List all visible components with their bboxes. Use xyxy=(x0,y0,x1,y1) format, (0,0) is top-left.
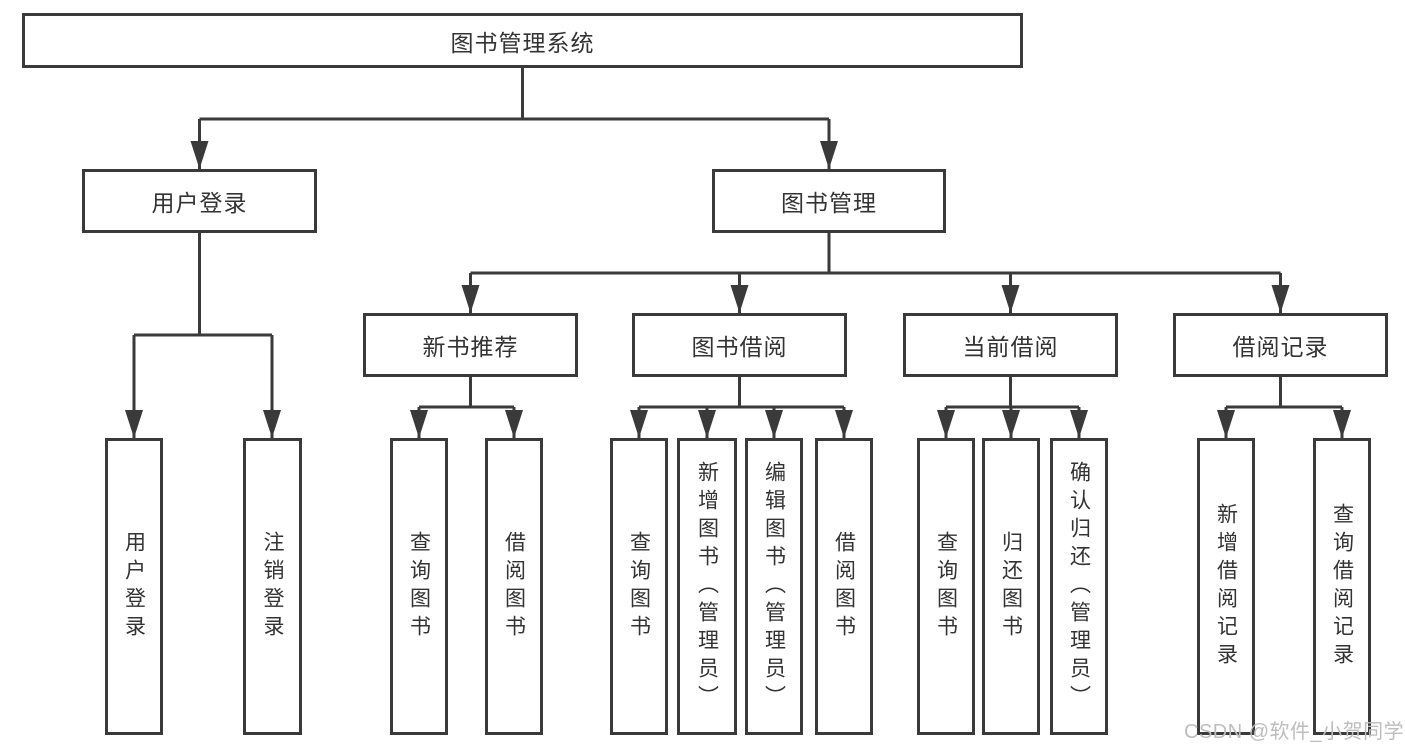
node-label: 用户登录 xyxy=(122,530,146,643)
connector-root-to-level2 xyxy=(190,68,838,169)
leaf-query-books-recommend: 查询图书 xyxy=(390,438,448,735)
node-label: 借阅图书 xyxy=(832,530,856,643)
leaf-confirm-return-admin: 确认归还（管理员） xyxy=(1050,438,1108,735)
node-label: 图书管理系统 xyxy=(450,29,595,56)
connector-current-borrowing-to-leaves xyxy=(937,377,1088,438)
node-label: 查询图书 xyxy=(934,530,958,643)
leaf-edit-book-admin: 编辑图书（管理员） xyxy=(745,438,803,735)
leaf-borrow-books-borrowing: 借阅图书 xyxy=(815,438,873,735)
connector-user-login-to-leaves xyxy=(125,233,281,438)
node-book-management: 图书管理 xyxy=(712,169,946,233)
node-system-root: 图书管理系统 xyxy=(22,13,1023,68)
connector-book-borrowing-to-leaves xyxy=(630,377,853,438)
node-label: 注销登录 xyxy=(261,530,284,643)
leaf-add-book-admin: 新增图书（管理员） xyxy=(677,438,737,735)
connector-new-book-recommend-to-leaves xyxy=(410,377,523,438)
node-label: 查询图书 xyxy=(407,530,431,643)
node-label: 借阅图书 xyxy=(502,530,526,643)
csdn-watermark: CSDN @软件_小贺同学 xyxy=(1184,721,1405,743)
node-label: 借阅记录 xyxy=(1232,334,1329,360)
node-label: 新书推荐 xyxy=(422,334,519,360)
node-label: 图书管理 xyxy=(781,190,877,216)
leaf-query-books-current: 查询图书 xyxy=(917,438,975,735)
leaf-query-borrow-record: 查询借阅记录 xyxy=(1313,438,1371,735)
leaf-return-books: 归还图书 xyxy=(982,438,1040,735)
node-borrow-records: 借阅记录 xyxy=(1173,313,1388,377)
connector-borrow-records-to-leaves xyxy=(1217,377,1351,438)
node-label: 当前借阅 xyxy=(962,334,1059,360)
node-label: 查询借阅记录 xyxy=(1330,502,1354,671)
node-label: 查询图书 xyxy=(627,530,651,643)
leaf-user-login: 用户登录 xyxy=(105,438,163,735)
node-label: 新增借阅记录 xyxy=(1214,502,1238,671)
leaf-logout: 注销登录 xyxy=(243,438,302,735)
node-label: 图书借阅 xyxy=(691,334,788,360)
node-new-book-recommend: 新书推荐 xyxy=(363,313,578,377)
node-label: 用户登录 xyxy=(151,190,248,216)
node-label: 归还图书 xyxy=(999,530,1023,643)
node-user-login: 用户登录 xyxy=(82,169,317,233)
leaf-query-books-borrowing: 查询图书 xyxy=(610,438,668,735)
node-book-borrowing: 图书借阅 xyxy=(632,313,847,377)
connector-book-management-to-level3 xyxy=(461,233,1290,313)
node-label: 编辑图书（管理员） xyxy=(762,460,786,713)
leaf-add-borrow-record: 新增借阅记录 xyxy=(1197,438,1255,735)
node-label: 新增图书（管理员） xyxy=(695,460,719,713)
node-current-borrowing: 当前借阅 xyxy=(903,313,1118,377)
node-label: 确认归还（管理员） xyxy=(1067,460,1091,713)
leaf-borrow-books-recommend: 借阅图书 xyxy=(485,438,543,735)
